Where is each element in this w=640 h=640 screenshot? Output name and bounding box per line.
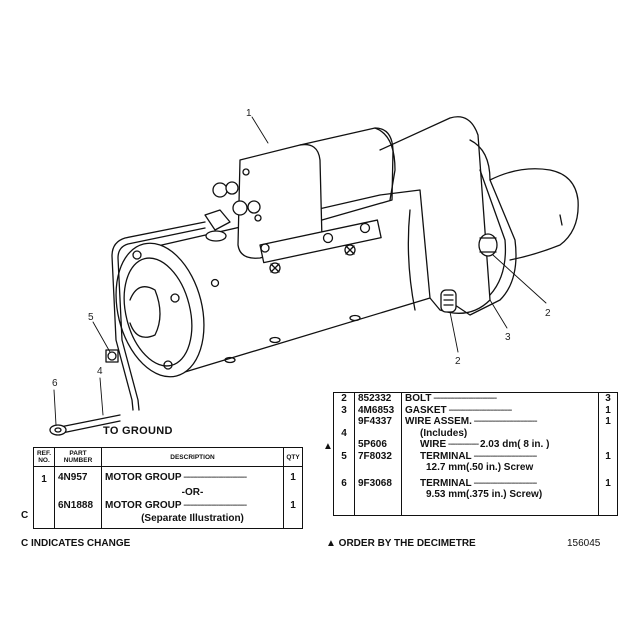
callout-leaders	[53, 116, 547, 426]
decimetre-footnote: ▲ ORDER BY THE DECIMETRE	[326, 538, 476, 549]
to-ground-label: TO GROUND	[103, 425, 173, 437]
header-part-number: PART NUMBER	[54, 446, 102, 468]
callout-2-lower: 2	[455, 356, 461, 367]
wire-length-note: 2.03 dm( 8 in. )	[479, 439, 550, 450]
table-row: 5P606 WIRE ------------- 2.03 dm( 8 in. …	[333, 439, 618, 451]
table-row: 1 4N957 MOTOR GROUP 1	[33, 466, 303, 487]
decimetre-marker: ▲	[323, 441, 333, 452]
parts-table-main: REF. NO. PART NUMBER DESCRIPTION QTY 1 4…	[33, 446, 303, 530]
header-ref-no: REF. NO.	[33, 446, 55, 468]
table-row: 4 (Includes)	[333, 427, 618, 439]
change-marker: C	[21, 510, 29, 521]
table-row: -OR-	[33, 486, 303, 500]
table-row: 3 4M6853 GASKET 1	[333, 404, 618, 416]
callout-4: 4	[97, 366, 103, 377]
callout-5: 5	[88, 312, 94, 323]
table-row: 6N1888 MOTOR GROUP 1	[33, 499, 303, 513]
wire-desc: WIRE	[420, 439, 447, 450]
parts-table-components: 2 852332 BOLT 3 3 4M6853 GASKET 1 9F4337…	[333, 392, 618, 516]
table-row: 9F4337 WIRE ASSEM. 1	[333, 416, 618, 428]
motor-body	[115, 116, 579, 378]
change-footnote: C INDICATES CHANGE	[21, 538, 131, 549]
header-qty: QTY	[283, 446, 303, 468]
table-row: 12.7 mm(.50 in.) Screw	[333, 462, 618, 478]
figure-number: 156045	[567, 538, 601, 549]
table-row: 2 852332 BOLT 3	[333, 392, 618, 405]
callout-6: 6	[52, 378, 58, 389]
table-row	[333, 500, 618, 516]
solenoid	[204, 127, 396, 264]
table-row: 5 7F8032 TERMINAL 1	[333, 450, 618, 462]
table-row: 9.53 mm(.375 in.) Screw)	[333, 489, 618, 501]
header-description: DESCRIPTION	[101, 446, 284, 468]
callout-1: 1	[246, 108, 252, 119]
ground-wire	[49, 221, 206, 436]
callout-3: 3	[505, 332, 511, 343]
table-row: 6 9F3068 TERMINAL 1	[333, 477, 618, 489]
table-row: (Separate Illustration)	[33, 512, 303, 530]
callout-2-flange: 2	[545, 308, 551, 319]
